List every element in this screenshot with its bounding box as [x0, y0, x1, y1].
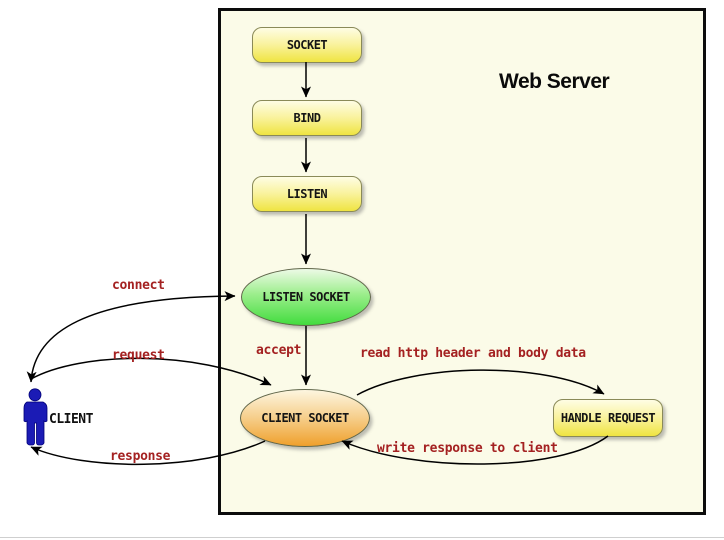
edge-label-read-http: read http header and body data	[360, 346, 586, 361]
edge-label-response: response	[110, 449, 171, 464]
node-socket: SOCKET	[252, 27, 362, 63]
response-arrow	[30, 440, 266, 465]
read-request-arrow	[356, 369, 605, 396]
node-listen-label: LISTEN	[286, 187, 328, 201]
edge-label-request: request	[112, 348, 165, 363]
node-bind: BIND	[252, 100, 362, 136]
window-bottom-edge	[0, 537, 724, 538]
request-arrow	[30, 357, 272, 386]
web-server-title: Web Server	[499, 70, 610, 93]
node-listen: LISTEN	[252, 176, 362, 212]
client-person-icon	[23, 388, 48, 446]
node-client-socket: CLIENT SOCKET	[240, 389, 370, 447]
edge-label-connect: connect	[112, 278, 165, 293]
node-socket-label: SOCKET	[286, 38, 328, 52]
client-label: CLIENT	[49, 412, 93, 427]
node-bind-label: BIND	[293, 111, 321, 125]
edge-label-write-response: write response to client	[377, 441, 558, 456]
node-client-socket-label: CLIENT SOCKET	[261, 411, 349, 425]
edge-label-accept: accept	[256, 343, 302, 358]
node-handle-request-label: HANDLE REQUEST	[560, 411, 656, 425]
write-response-arrow	[341, 435, 609, 465]
node-listen-socket: LISTEN SOCKET	[241, 268, 371, 326]
node-listen-socket-label: LISTEN SOCKET	[262, 290, 350, 304]
connect-arrow	[26, 291, 236, 383]
